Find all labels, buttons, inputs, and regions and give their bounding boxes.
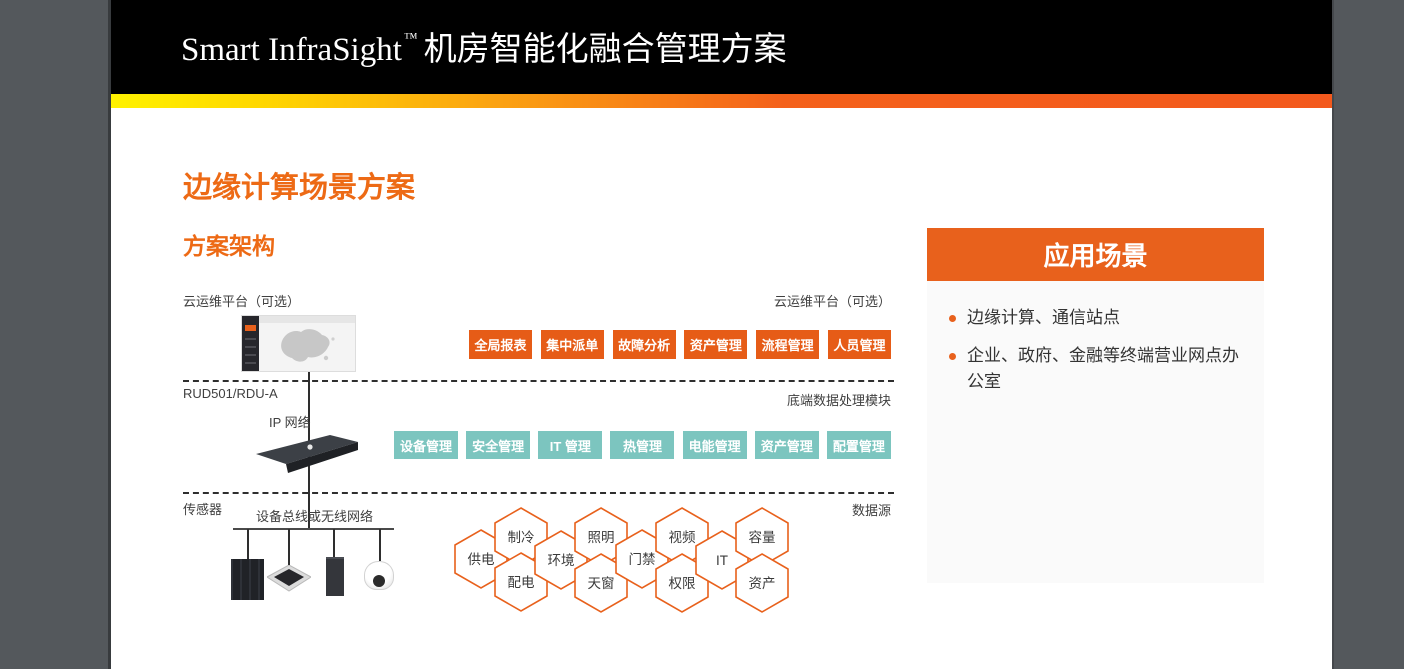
gateway-button-device-mgmt: 设备管理 bbox=[394, 431, 458, 459]
dashboard-sidebar-item bbox=[245, 346, 256, 348]
svg-text:天窗: 天窗 bbox=[588, 575, 615, 591]
hex-assets: 资产 bbox=[735, 553, 789, 613]
cloud-dashboard-screenshot bbox=[241, 315, 356, 372]
bus-drop-line bbox=[247, 529, 249, 559]
cloud-buttons-row: 全局报表 集中派单 故障分析 资产管理 流程管理 人员管理 bbox=[469, 330, 891, 359]
cloud-button-personnel-mgmt: 人员管理 bbox=[827, 330, 891, 359]
dashboard-topbar bbox=[259, 316, 355, 323]
dashboard-sidebar-item bbox=[245, 338, 256, 340]
bus-drop-line bbox=[379, 529, 381, 561]
dome-camera-image bbox=[364, 561, 394, 598]
gateway-button-security-mgmt: 安全管理 bbox=[466, 431, 531, 459]
sensor-label: 传感器 bbox=[183, 502, 223, 517]
scenario-list: 边缘计算、通信站点 企业、政府、金融等终端营业网点办公室 bbox=[945, 305, 1244, 395]
scenario-item: 企业、政府、金融等终端营业网点办公室 bbox=[945, 343, 1244, 395]
cloud-platform-label-left: 云运维平台（可选） bbox=[183, 294, 301, 309]
cloud-button-process-mgmt: 流程管理 bbox=[756, 330, 820, 359]
svg-text:照明: 照明 bbox=[588, 530, 615, 545]
china-map-graphic bbox=[281, 329, 335, 362]
svg-text:环境: 环境 bbox=[548, 553, 575, 568]
gradient-divider-bar bbox=[111, 94, 1332, 108]
dashboard-sidebar-item bbox=[245, 354, 256, 356]
application-scenarios-title: 应用场景 bbox=[927, 228, 1264, 281]
bus-drop-line bbox=[333, 529, 335, 557]
gateway-module-label: 底端数据处理模块 bbox=[786, 393, 891, 408]
svg-text:资产: 资产 bbox=[749, 576, 776, 591]
device-bus-line bbox=[233, 528, 394, 530]
sensor-pad-image bbox=[267, 565, 311, 592]
product-name: Smart InfraSight bbox=[181, 32, 402, 68]
tier-divider-dashed-line bbox=[183, 492, 894, 494]
gateway-button-it-mgmt: IT 管理 bbox=[538, 431, 603, 459]
gateway-button-asset-mgmt: 资产管理 bbox=[754, 431, 819, 459]
cloud-button-global-report: 全局报表 bbox=[469, 330, 532, 359]
application-scenarios-body: 边缘计算、通信站点 企业、政府、金融等终端营业网点办公室 bbox=[927, 281, 1264, 583]
svg-text:门禁: 门禁 bbox=[629, 552, 656, 567]
svg-text:IT: IT bbox=[716, 553, 728, 568]
data-source-label: 数据源 bbox=[851, 503, 891, 518]
svg-text:供电: 供电 bbox=[468, 552, 495, 567]
gateway-buttons-row: 设备管理 安全管理 IT 管理 热管理 电能管理 资产管理 配置管理 bbox=[394, 431, 891, 459]
page-title-zh: 机房智能化融合管理方案 bbox=[423, 32, 787, 68]
gateway-button-config-mgmt: 配置管理 bbox=[826, 431, 891, 459]
rdu-gateway-device-image bbox=[256, 435, 358, 473]
tier-divider-dashed-line bbox=[183, 380, 894, 382]
svg-text:配电: 配电 bbox=[508, 575, 535, 590]
hex-video: 视频 bbox=[655, 507, 709, 567]
dashboard-sidebar-item bbox=[245, 362, 256, 364]
wireless-sensor-image bbox=[326, 557, 344, 596]
device-bus-label: 设备总线或无线网络 bbox=[256, 509, 374, 524]
dashboard-sidebar-accent bbox=[245, 325, 256, 331]
cloud-button-fault-analysis: 故障分析 bbox=[612, 330, 676, 359]
svg-text:视频: 视频 bbox=[669, 530, 697, 545]
scenario-item: 边缘计算、通信站点 bbox=[945, 305, 1244, 331]
cloud-button-asset-mgmt: 资产管理 bbox=[684, 330, 748, 359]
application-scenarios-panel: 应用场景 边缘计算、通信站点 企业、政府、金融等终端营业网点办公室 bbox=[927, 228, 1264, 583]
svg-text:容量: 容量 bbox=[749, 529, 776, 545]
trademark-symbol: ™ bbox=[403, 31, 418, 46]
bus-drop-line bbox=[288, 529, 290, 565]
gateway-model-label: RUD501/RDU-A bbox=[183, 386, 278, 401]
cloud-button-dispatch: 集中派单 bbox=[540, 330, 604, 359]
cloud-platform-label-right: 云运维平台（可选） bbox=[773, 294, 891, 309]
camera-lens bbox=[373, 575, 385, 587]
data-source-honeycomb: 供电 制冷 配电 环境 照明 天窗 门禁 视频 bbox=[454, 507, 789, 613]
dashboard-sidebar bbox=[242, 316, 259, 371]
hex-cooling: 制冷 bbox=[494, 507, 548, 567]
hex-lighting: 照明 bbox=[574, 507, 628, 567]
battery-cabinet-image bbox=[231, 559, 264, 600]
ip-network-label: IP 网络 bbox=[269, 415, 311, 430]
gateway-button-power-mgmt: 电能管理 bbox=[682, 431, 747, 459]
section-heading: 边缘计算场景方案 bbox=[183, 172, 416, 204]
subsection-heading: 方案架构 bbox=[183, 233, 275, 259]
svg-text:权限: 权限 bbox=[669, 575, 697, 591]
gateway-button-thermal-mgmt: 热管理 bbox=[610, 431, 675, 459]
svg-text:制冷: 制冷 bbox=[508, 530, 535, 545]
